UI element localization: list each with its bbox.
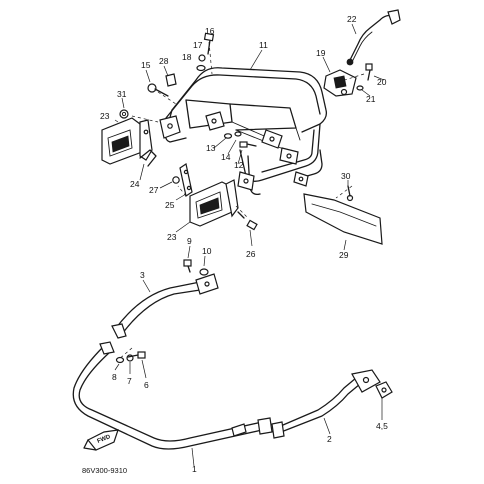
part-label-13: 13 [206,143,216,153]
part-label-6: 6 [144,380,149,390]
part-label-1: 1 [192,464,197,474]
diagram-code: 86V300-9310 [82,466,127,475]
part-label-23-lower: 23 [167,232,177,242]
reflector-left [101,117,153,165]
grab-bar-1 [72,341,273,450]
part-label-3: 3 [140,270,145,280]
hardware-9-10 [183,259,209,276]
part-label-19: 19 [316,48,326,58]
part-label-30: 30 [341,171,351,181]
hardware-6-7-8 [115,351,146,364]
part-number-labels: 11 16 17 18 28 15 31 23 24 27 25 23 26 1… [100,14,388,474]
part-label-15: 15 [141,60,151,70]
part-label-7: 7 [127,376,132,386]
part-label-8: 8 [112,372,117,382]
fwd-label: FWD [97,434,113,445]
bracket-24 [139,149,157,167]
forward-direction-arrow-icon: FWD [83,429,119,451]
part-label-4-5: 4,5 [376,421,388,431]
part-label-18: 18 [182,52,192,62]
part-label-11: 11 [259,40,268,50]
part-label-20: 20 [377,77,387,87]
part-label-22: 22 [347,14,357,24]
part-label-12: 12 [234,160,244,170]
part-label-25: 25 [165,200,175,210]
part-label-10: 10 [202,246,212,256]
part-label-24: 24 [130,179,140,189]
leader-lines [114,23,385,467]
part-label-17: 17 [193,40,203,50]
part-label-16: 16 [205,26,215,36]
assembly-lines [117,41,365,361]
grab-bar-2 [271,369,381,439]
part-label-26: 26 [246,249,256,259]
part-label-21: 21 [366,94,376,104]
part-label-29: 29 [339,250,349,260]
part-label-31: 31 [117,89,127,99]
reflector-right [189,179,239,227]
grab-bar-3 [111,273,219,339]
part-label-9: 9 [187,236,192,246]
part-label-28: 28 [159,56,169,66]
part-label-14: 14 [221,152,231,162]
latch-assembly [323,9,401,97]
carrier-fasteners [119,32,258,231]
part-label-23-upper: 23 [100,111,110,121]
part-label-2: 2 [327,434,332,444]
hardware-4-5 [375,381,393,399]
part-label-27: 27 [149,185,159,195]
stay-25 [179,163,193,197]
carrier-rack [159,67,328,196]
plate-bracket [303,185,383,245]
